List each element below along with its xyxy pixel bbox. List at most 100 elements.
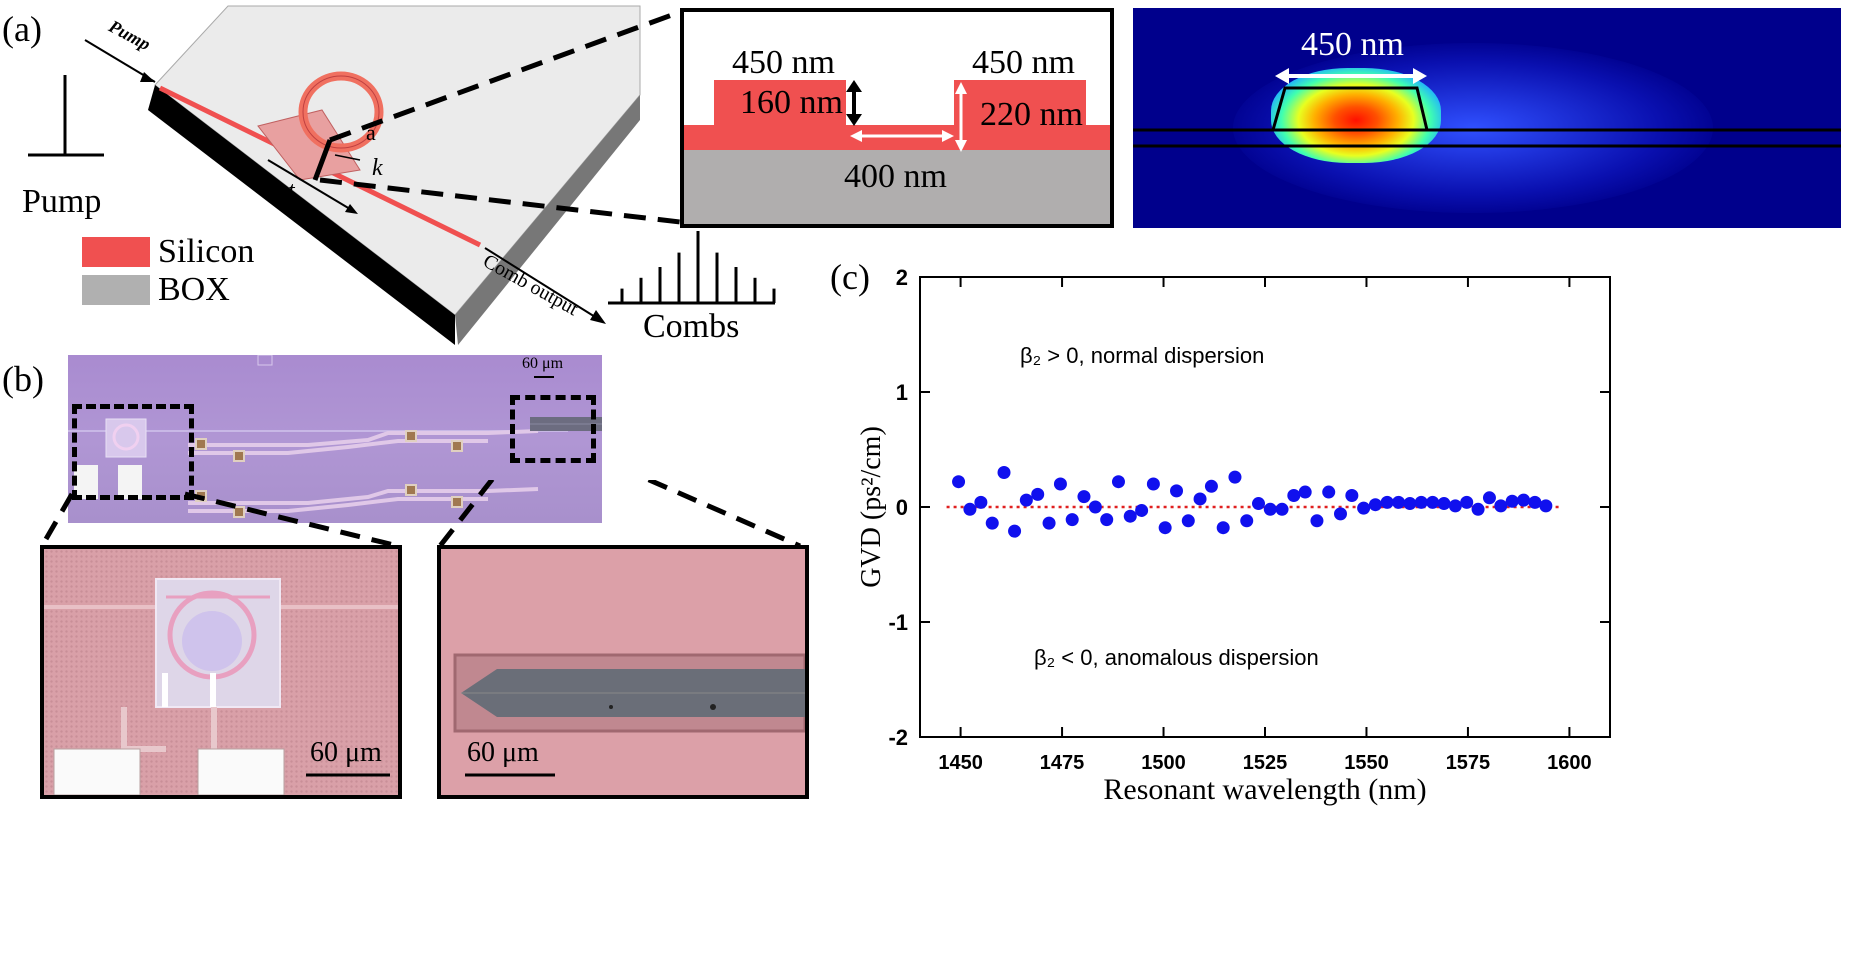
k-arrow (334, 154, 361, 161)
data-point (1019, 493, 1033, 507)
data-point (1088, 500, 1102, 514)
data-point (1193, 492, 1207, 506)
data-point (1460, 495, 1474, 509)
cs-left-width: 450 nm (732, 44, 835, 81)
legend-silicon-swatch (82, 237, 150, 267)
zoom-line-top (329, 9, 681, 143)
data-point (1053, 477, 1067, 491)
x-tick-label: 1550 (1344, 752, 1389, 774)
data-point (1298, 485, 1312, 499)
x-tick-label: 1450 (938, 752, 983, 774)
data-point (1392, 495, 1406, 509)
data-point (1170, 484, 1184, 498)
coupler-label-t: t (288, 178, 295, 204)
data-point (1158, 521, 1172, 535)
data-point (1146, 477, 1160, 491)
y-axis-ticks: -2 -1 0 1 2 (888, 265, 1610, 750)
x-tick-label: 1475 (1040, 752, 1085, 774)
data-point (1505, 494, 1519, 508)
panel-c-label: (c) (830, 257, 870, 297)
data-point (997, 466, 1011, 479)
cs-etch-depth: 160 nm (740, 84, 843, 121)
cs-height: 220 nm (980, 96, 1083, 133)
data-point (1333, 507, 1347, 521)
combs-label: Combs (643, 308, 740, 345)
ring-label-a: a (366, 120, 376, 145)
data-point (1528, 495, 1542, 509)
data-point (1426, 495, 1440, 509)
data-point (1252, 497, 1266, 511)
comb-output-arrow (484, 247, 601, 321)
x-tick-label: 1500 (1141, 752, 1186, 774)
x-tick-label: 1525 (1243, 752, 1288, 774)
data-point (1008, 524, 1022, 538)
cs-arrows (846, 80, 967, 152)
selection-box-ring (72, 404, 194, 500)
cs-right-width: 450 nm (972, 44, 1075, 81)
data-point (1437, 497, 1451, 511)
chip-side-right (455, 95, 640, 345)
cross-section-box: 450 nm 450 nm 160 nm 220 nm 400 nm (680, 8, 1114, 228)
data-point (1240, 514, 1254, 528)
data-point (1216, 521, 1230, 535)
data-point (1123, 509, 1137, 523)
data-point (1414, 495, 1428, 509)
annotation-top: β₂ > 0, normal dispersion (1020, 343, 1264, 368)
chip-top-surface (154, 5, 641, 316)
zoom-left-scale-label: 60 μm (310, 737, 382, 768)
x-tick-label: 1575 (1446, 752, 1491, 774)
t-arrow (267, 159, 356, 213)
panel-a-schematic (28, 5, 776, 345)
selection-box-taper (510, 395, 596, 463)
data-point (1517, 493, 1531, 507)
data-point (1539, 499, 1553, 513)
data-points (952, 466, 1553, 538)
pump-arrow-head (140, 72, 155, 82)
data-point (1031, 487, 1045, 501)
chip-side-front (148, 85, 455, 345)
t-arrow-head (345, 204, 358, 214)
data-point (1042, 516, 1056, 530)
data-point (1077, 490, 1091, 504)
data-point (1287, 489, 1301, 502)
data-point (1448, 499, 1462, 513)
annotation-bottom: β₂ < 0, anomalous dispersion (1034, 645, 1319, 670)
y-tick-label: 2 (896, 265, 908, 290)
panel-b-label: (b) (2, 359, 44, 399)
y-tick-label: 1 (896, 380, 908, 405)
data-point (1181, 514, 1195, 528)
data-point (1368, 498, 1382, 512)
legend-silicon-label: Silicon (158, 233, 255, 270)
x-axis-label: Resonant wavelength (nm) (1103, 773, 1426, 806)
data-point (1275, 502, 1289, 516)
data-point (1228, 470, 1242, 484)
y-tick-label: -1 (888, 610, 908, 635)
data-point (963, 502, 977, 516)
y-axis-label: GVD (ps²/cm) (856, 426, 887, 588)
y-tick-label: 0 (896, 495, 908, 520)
y-tick-label: -2 (888, 725, 908, 750)
data-point (1322, 485, 1336, 499)
zoom-ring-features (44, 578, 398, 795)
ring-outline (302, 75, 380, 149)
cut-line (312, 139, 333, 181)
ridge-left (714, 80, 846, 125)
comb-output-arrow-head (590, 310, 606, 324)
mode-profile: 450 nm (1133, 8, 1841, 228)
pump-symbol-label: Pump (22, 183, 102, 220)
data-point (1263, 502, 1277, 516)
mode-width-label: 450 nm (1301, 26, 1404, 63)
data-point (952, 475, 966, 489)
data-point (1482, 491, 1496, 505)
data-point (1204, 479, 1218, 493)
zoom-taper-features (453, 653, 805, 777)
comb-lines (620, 231, 776, 303)
zoom-ring-micrograph: 60 μm (40, 545, 402, 799)
overview-scale-label: 60 μm (522, 355, 564, 372)
mode-outline (1133, 68, 1841, 148)
data-point (1100, 513, 1114, 527)
data-point (1135, 503, 1149, 517)
zoom-taper-micrograph: 60 μm (437, 545, 809, 799)
data-point (1111, 475, 1125, 489)
zoom-line-bottom (319, 177, 681, 225)
